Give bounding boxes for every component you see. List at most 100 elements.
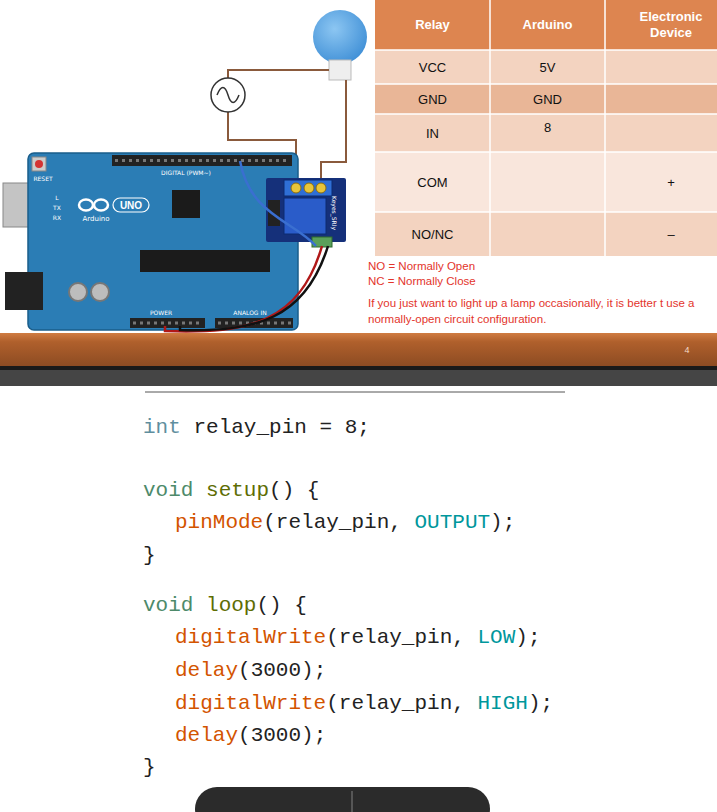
note-text: NO = Normally Open	[368, 259, 475, 275]
label-slot: NO/NC	[375, 212, 490, 256]
code-token: (	[326, 692, 339, 715]
label-slot: RESET	[30, 174, 56, 182]
ground-wire	[180, 246, 328, 330]
code-token: ,	[389, 511, 414, 534]
grid-line	[489, 0, 491, 256]
brand-name: Arduino	[82, 215, 109, 223]
code-token: relay_pin	[339, 692, 452, 715]
wire	[228, 70, 329, 78]
code-token	[181, 416, 194, 439]
code-token: relay_pin	[193, 416, 306, 439]
label-slot: 8	[490, 108, 605, 146]
table-row	[375, 50, 717, 84]
code-token: LOW	[477, 626, 515, 649]
arduino-board	[28, 153, 298, 330]
note-text: If you just want to light up a lamp occa…	[368, 296, 712, 327]
code-line: }	[143, 756, 156, 779]
led-label: RX	[53, 214, 61, 221]
table-row	[375, 114, 717, 152]
label-slot: UNO	[113, 198, 149, 212]
table-row	[375, 212, 717, 256]
code-token: 3000	[251, 659, 301, 682]
code-line: }	[143, 544, 156, 567]
code-line: delay(3000);	[175, 659, 326, 682]
table-cell: +	[667, 175, 675, 190]
note-text: NC = Normally Close	[368, 274, 476, 290]
table-cell: NO/NC	[412, 227, 454, 242]
ac-source-symbol	[211, 78, 245, 112]
code-line: pinMode(relay_pin, OUTPUT);	[175, 511, 515, 534]
code-token: );	[490, 511, 515, 534]
reset-button	[32, 157, 46, 171]
header-pins	[115, 159, 290, 162]
column-header: Electronic Device	[628, 9, 714, 40]
power-jack	[5, 272, 43, 310]
label-slot: GND	[375, 84, 490, 114]
led-label: L	[55, 194, 58, 201]
label-slot: L	[50, 193, 64, 201]
grid-line	[375, 49, 717, 51]
label-slot: int relay_pin = 8;	[143, 413, 683, 441]
wire	[321, 80, 346, 183]
label-slot: Keyes_SRly	[331, 188, 339, 238]
header-pins	[133, 322, 203, 325]
label-slot: digitalWrite(relay_pin, LOW);	[175, 623, 715, 651]
code-token: digitalWrite	[175, 626, 326, 649]
code-token: }	[143, 756, 156, 779]
code-line: digitalWrite(relay_pin, HIGH);	[175, 692, 553, 715]
code-line: delay(3000);	[175, 724, 326, 747]
label-slot: VCC	[375, 50, 490, 84]
code-token: () {	[269, 479, 319, 502]
table-cell: –	[667, 227, 674, 242]
code-rule	[145, 392, 565, 393]
usb-chip	[172, 190, 200, 218]
code-token: }	[143, 544, 156, 567]
label-slot: NC = Normally Close	[368, 274, 708, 290]
dark-band	[0, 370, 717, 386]
table-cell: 5V	[540, 60, 556, 75]
code-token: () {	[256, 594, 306, 617]
label-slot: DIGITAL (PWM~)	[150, 168, 222, 176]
grid-line	[375, 211, 717, 213]
board-model: UNO	[120, 200, 142, 211]
led-label: TX	[53, 204, 61, 211]
table-cell: 8	[544, 120, 551, 135]
band-divider	[0, 366, 717, 370]
header-label: ANALOG IN	[233, 309, 266, 316]
code-line: digitalWrite(relay_pin, LOW);	[175, 626, 541, 649]
table-cell: GND	[533, 92, 562, 107]
terminal-screw	[316, 183, 326, 193]
code-token: ,	[452, 626, 477, 649]
arduino-logo	[94, 200, 108, 211]
lamp-bulb	[313, 10, 367, 64]
page-number: 4	[684, 345, 689, 355]
column-header: Arduino	[523, 17, 573, 33]
sine-wave	[217, 88, 239, 103]
board-label: RESET	[33, 175, 52, 182]
code-token: (	[263, 511, 276, 534]
label-slot: Arduino	[490, 0, 605, 50]
grid-line	[375, 113, 717, 115]
label-slot: ANALOG IN	[222, 308, 278, 317]
grid-line	[375, 151, 717, 153]
player-pill	[195, 787, 490, 812]
label-slot: –	[628, 212, 714, 256]
code-line: int relay_pin = 8;	[143, 416, 370, 439]
relay-cube	[284, 198, 326, 234]
code-token: setup	[206, 479, 269, 502]
label-slot: Arduino	[74, 214, 118, 224]
code-token: relay_pin	[339, 626, 452, 649]
capacitor	[69, 283, 87, 301]
grid-line	[375, 83, 717, 85]
table-cell: GND	[418, 92, 447, 107]
label-slot: IN	[375, 114, 490, 152]
terminal-block	[284, 180, 332, 196]
code-token: );	[301, 659, 326, 682]
code-token: );	[528, 692, 553, 715]
label-slot: void setup() {	[143, 476, 683, 504]
grid-line	[604, 0, 606, 256]
label-slot: 5V	[490, 50, 605, 84]
table-cell: IN	[426, 126, 439, 141]
column-header: Relay	[415, 17, 450, 33]
